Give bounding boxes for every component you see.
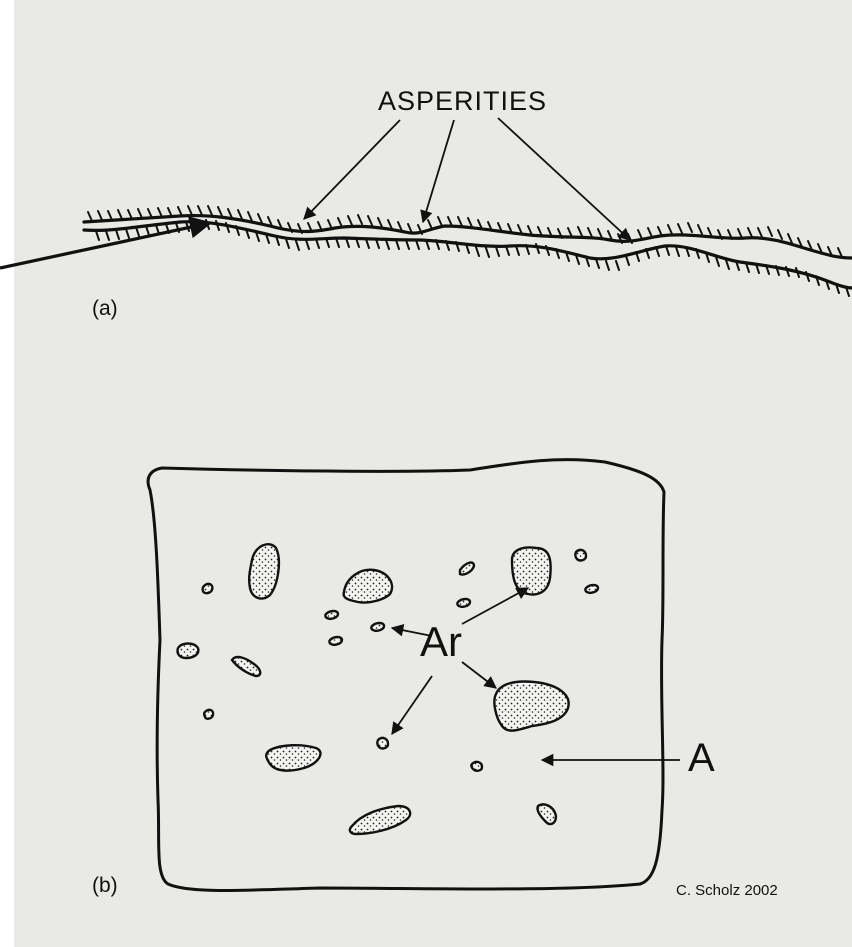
contact-patch	[471, 762, 482, 771]
contact-patch	[329, 637, 342, 645]
asperity-arrows	[304, 118, 630, 240]
contact-patch	[204, 710, 213, 719]
contact-patch	[350, 806, 410, 834]
contact-patch	[232, 657, 260, 676]
lower-hachures	[96, 220, 849, 296]
contact-patch	[203, 584, 213, 593]
contact-patch	[177, 644, 198, 659]
panel-b-label: (b)	[92, 874, 118, 898]
contact-patch	[460, 563, 474, 575]
contact-patch	[377, 738, 388, 749]
asperity-arrow-1	[304, 120, 400, 219]
credit-text: C. Scholz 2002	[676, 882, 778, 899]
fault-surfaces	[84, 206, 852, 296]
real-contact-area-label: Ar	[420, 618, 462, 666]
contact-patch	[512, 548, 551, 595]
apparent-area-outline	[148, 460, 664, 891]
ar-arrows	[392, 588, 680, 760]
panel-a-label: (a)	[92, 297, 118, 321]
ar-arrow-to-right-patch	[462, 662, 496, 688]
asperity-arrow-3	[498, 118, 630, 240]
contact-patch	[457, 599, 470, 607]
contact-patch	[266, 745, 320, 770]
apparent-area-label: A	[688, 736, 715, 781]
contact-patch	[585, 585, 598, 593]
contact-patch	[344, 570, 392, 603]
contact-patch	[249, 544, 279, 598]
asperity-arrow-2	[423, 120, 454, 222]
contact-patch	[575, 550, 586, 561]
contact-patches	[177, 544, 598, 834]
upper-hachures	[88, 206, 842, 257]
contact-patch	[325, 611, 338, 619]
contact-patch	[494, 682, 568, 731]
asperities-label: ASPERITIES	[378, 86, 547, 117]
lower-fault-surface	[84, 222, 852, 288]
contact-patch	[371, 623, 384, 631]
contact-patch	[537, 804, 556, 824]
ar-arrow-to-lower-patch	[392, 676, 432, 734]
ar-arrow-to-upper-patch	[462, 588, 528, 624]
